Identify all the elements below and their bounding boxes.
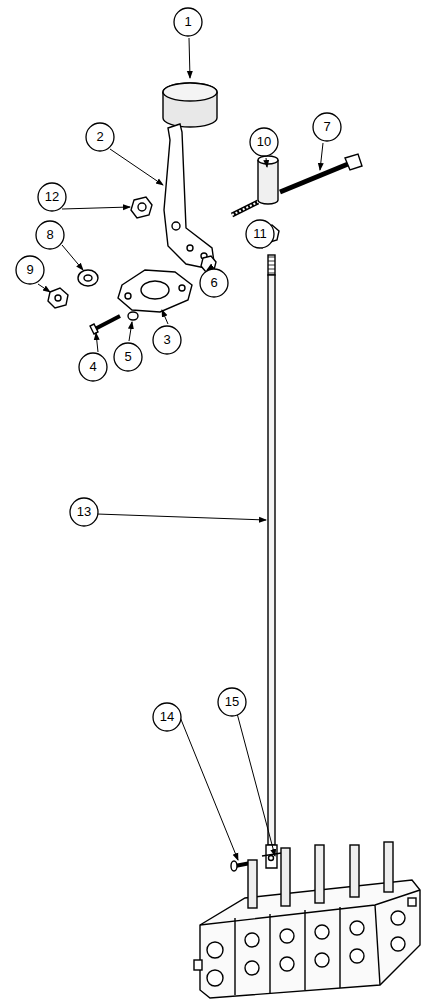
callout-number: 14 [152,702,182,732]
callout-number: 8 [35,220,65,250]
callout-number: 7 [312,112,342,142]
callout-circle: 6 [199,268,229,298]
callout-circle: 3 [152,325,182,355]
callout-circle: 14 [152,702,182,732]
callout-circle: 7 [312,112,342,142]
callout-circle: 1 [173,7,203,37]
callout-number: 4 [78,352,108,382]
callout-number: 1 [173,7,203,37]
callout-circle: 8 [35,220,65,250]
callout-number: 6 [199,268,229,298]
callout-circle: 15 [217,687,247,717]
callout-number: 9 [15,255,45,285]
callout-circle: 13 [69,497,99,527]
callout-number: 10 [249,127,279,157]
callout-circle: 4 [78,352,108,382]
callout-circle: 10 [249,127,279,157]
callout-number: 2 [85,122,115,152]
callout-number: 12 [37,182,67,212]
callout-circle: 12 [37,182,67,212]
callout-circle: 2 [85,122,115,152]
callout-number: 11 [245,219,275,249]
callout-circle: 5 [113,342,143,372]
callout-number: 15 [217,687,247,717]
callout-number: 13 [69,497,99,527]
callout-circle: 11 [245,219,275,249]
callout-number: 5 [113,342,143,372]
callout-circle: 9 [15,255,45,285]
callout-number: 3 [152,325,182,355]
